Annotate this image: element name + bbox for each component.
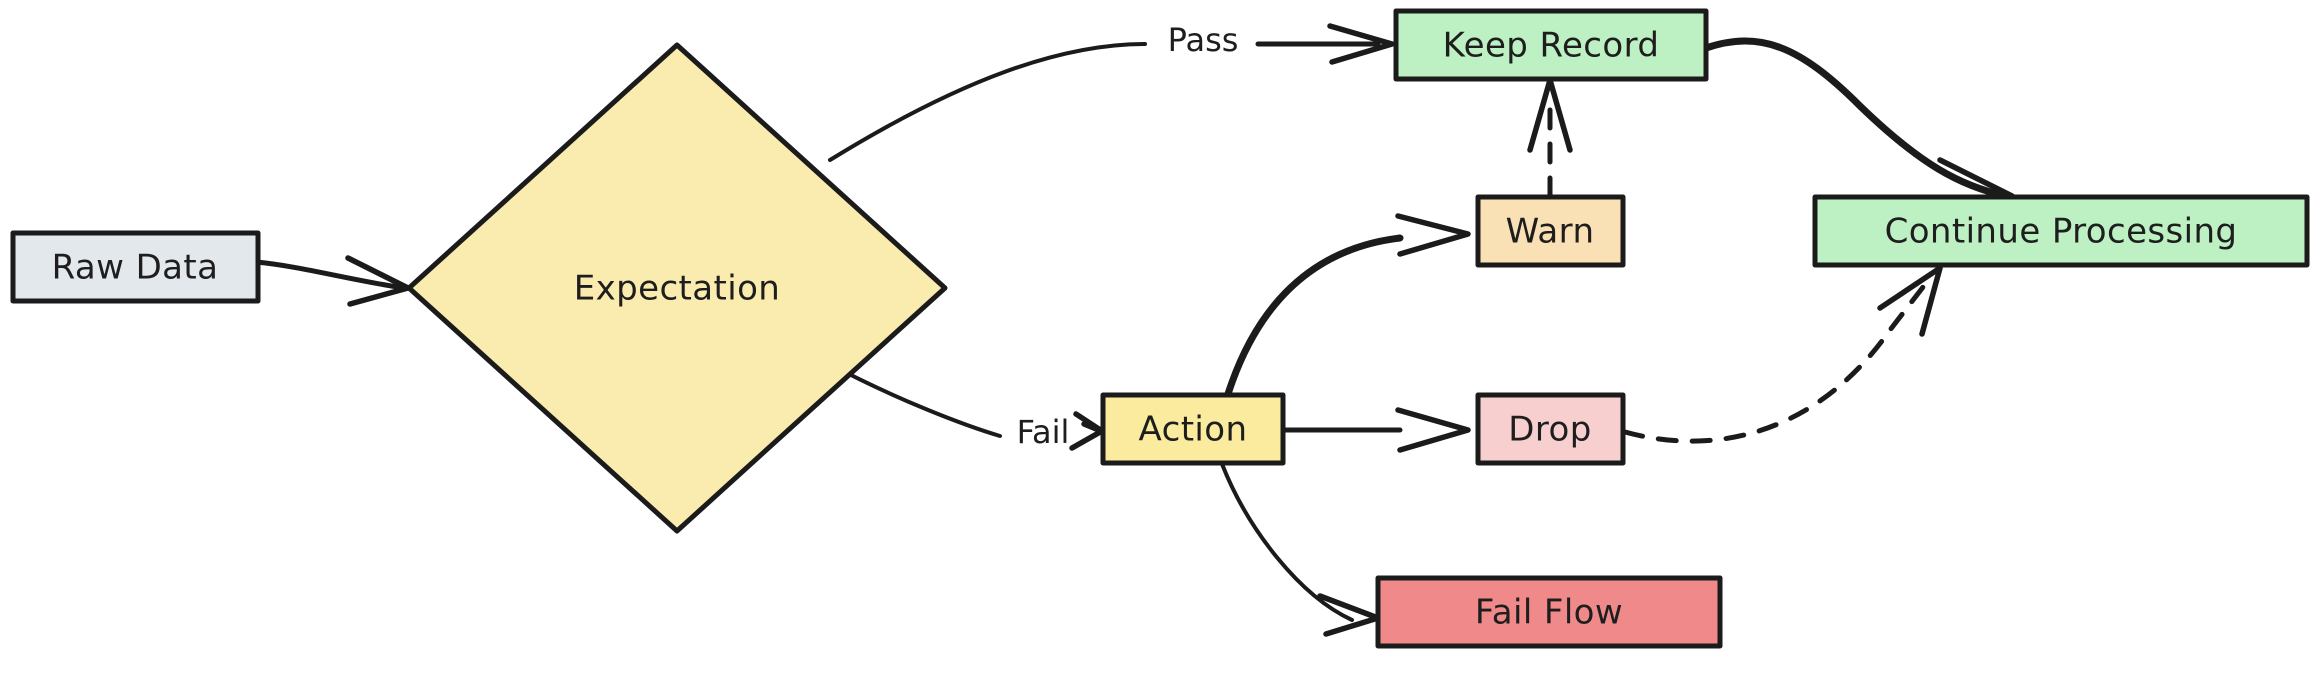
edge-path [1702, 37, 2010, 200]
edge-path [1622, 275, 1933, 444]
edge-action-to-drop [1282, 407, 1471, 453]
node-shape[interactable] [1475, 194, 1626, 268]
edge-warn-to-keep-record [1527, 77, 1573, 199]
node-shape[interactable] [1375, 575, 1723, 649]
edge-action-to-fail-flow [1220, 462, 1381, 637]
node-fail-flow[interactable]: Fail Flow [1375, 575, 1723, 649]
edge-path [1220, 462, 1354, 622]
edge-action-to-warn [1224, 213, 1471, 398]
arrow-head-icon [1395, 407, 1471, 453]
node-shape[interactable] [1393, 8, 1709, 82]
edge-path [843, 370, 1002, 438]
arrow-head-icon [1937, 157, 2015, 203]
arrow-head-icon [1317, 593, 1381, 637]
edge-path [1224, 234, 1404, 398]
edge-label-fail: Fail [1017, 413, 1070, 451]
node-shape[interactable] [1475, 392, 1626, 466]
node-keep-record[interactable]: Keep Record [1393, 8, 1709, 82]
edge-drop-to-continue-processing [1622, 265, 1943, 444]
arrow-head-icon [1877, 265, 1943, 337]
node-expectation[interactable]: Expectation [406, 42, 948, 534]
node-raw-data[interactable]: Raw Data [10, 230, 261, 304]
arrow-head-icon [1327, 23, 1395, 65]
edge-expectation-to-keep-record: Pass [828, 21, 1395, 162]
edge-path [828, 42, 1147, 162]
node-shape[interactable] [406, 42, 948, 534]
node-warn[interactable]: Warn [1475, 194, 1626, 268]
node-action[interactable]: Action [1100, 392, 1286, 466]
edge-expectation-to-action: Fail [843, 370, 1105, 451]
arrow-head-icon [1395, 213, 1471, 257]
edge-label-pass: Pass [1168, 21, 1239, 59]
node-continue-processing[interactable]: Continue Processing [1812, 194, 2310, 268]
node-shape[interactable] [10, 230, 261, 304]
arrow-head-tail-icon [1081, 421, 1104, 434]
node-shape[interactable] [1812, 194, 2310, 268]
node-shape[interactable] [1100, 392, 1286, 466]
edge-path [253, 259, 407, 291]
edge-keep-record-to-continue-processing [1702, 37, 2015, 203]
node-drop[interactable]: Drop [1475, 392, 1626, 466]
edge-raw-data-to-expectation [253, 255, 411, 307]
